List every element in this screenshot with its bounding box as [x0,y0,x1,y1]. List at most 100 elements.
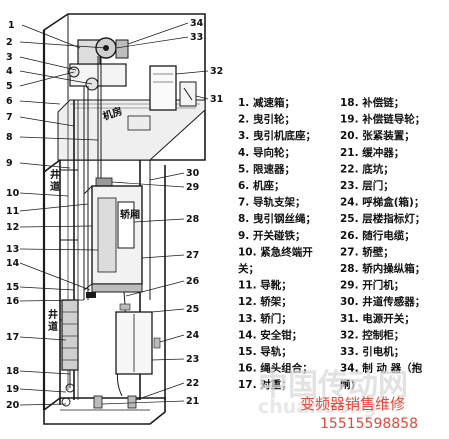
legend-right-item: 26. 随行电缆； [340,229,415,242]
callout-number: 14 [6,258,20,269]
callout-leader [19,136,99,141]
legend-right-item: 23. 层门； [340,179,394,192]
legend-left-item: 17. 对重； [238,378,292,391]
callout-leader [19,286,75,291]
legend-left-item: 12. 轿架； [238,295,292,308]
buffer [93,395,103,409]
callout-number: 6 [6,96,13,107]
legend-left-item: 15. 导轨； [238,345,292,358]
callout-number: 15 [6,282,19,293]
callout-leader [19,248,99,251]
legend-left-item: 关； [238,262,259,275]
callout-number: 10 [6,188,20,199]
legend-right-item: 20. 张紧装置； [340,129,415,142]
callout-leader [19,41,107,49]
pit-outline [43,397,166,425]
legend-right-item: 22. 底坑； [340,162,394,175]
legend-right-item: 32. 控制柜； [340,328,404,341]
door-operator [95,177,113,187]
callout-leader [19,100,61,105]
tension-device [61,397,71,407]
switch-lever [183,87,193,101]
callout-leader [111,181,185,188]
landing-door [115,303,161,375]
callout-leader [133,218,185,223]
callout-number: 9 [6,158,13,169]
legend-right-item: 19. 补偿链导轮； [340,113,425,126]
callout-number: 12 [6,222,19,233]
callout-leader [19,370,71,375]
car-label: 轿厢 [120,208,140,221]
watermark-phone: 15515598858 [320,416,418,432]
watermark-service-text: 变频器销售维修 [300,395,405,413]
callout-leader [21,24,81,49]
car-frame-bottom [91,283,143,293]
counterweight-block [61,299,79,371]
callout-leader [125,280,185,297]
callout-leader [19,225,93,228]
legend-right-item: 18. 补偿链； [340,96,404,109]
callout-leader [19,116,75,127]
legend-left-item: 10. 紧急终端开 [238,245,313,258]
callout-leader [115,36,189,49]
legend-left-item: 9. 开关碰铁； [238,229,305,242]
callout-number: 19 [6,384,19,395]
legend-left-item: 6. 机座； [238,179,284,192]
callout-number: 26 [186,276,200,287]
callout-leader [19,56,77,71]
callout-leaders [19,22,209,406]
callout-leader [19,162,71,169]
control-cabinet [127,65,197,131]
callout-number: 31 [210,94,223,105]
callout-number: 21 [186,396,199,407]
legend-right-item: 28. 轿内操纵箱； [340,262,425,275]
callout-number: 30 [186,168,200,179]
cabinet-body [149,65,177,111]
callout-number: 3 [6,52,13,63]
legend-left-item: 7. 导轨支架； [238,196,305,209]
legend-left-item: 8. 曳引钢丝绳； [238,212,316,225]
callout-number: 2 [6,37,13,48]
callout-number: 22 [186,378,199,389]
callout-number: 27 [186,250,199,261]
callout-number: 5 [6,81,13,92]
callout-number: 20 [6,400,20,411]
legend-right-item: 27. 轿壁； [340,245,394,258]
callout-leader [19,262,91,291]
legend-right-item: 30. 井道传感器； [340,295,425,308]
callout-number: 32 [210,66,223,77]
car-bottom-edge [83,283,93,291]
pit-equipment [61,395,137,409]
call-button-box [153,337,161,349]
callout-number: 4 [6,66,13,77]
room-panel [127,115,151,131]
callout-number: 13 [6,244,19,255]
callout-leader [195,95,209,100]
callout-leader [141,254,185,259]
watermark-logo-text: 中国传动网 [258,368,408,403]
legend-right-item: 25. 层楼指标灯； [340,212,425,225]
car-top-edge [83,185,93,195]
legend-left-item: 14. 安全钳； [238,328,302,341]
callout-number: 17 [6,332,19,343]
floor-indicator [119,303,131,311]
callout-leader [19,388,67,393]
callout-leader [127,22,189,45]
callout-number: 16 [6,296,20,307]
shaft-label: 井 道 [50,168,63,193]
legend-right-item: 31. 电源开关； [340,312,415,325]
callout-leader [135,382,185,401]
legend-left-item: 11. 导靴； [238,279,292,292]
watermark-logo-domain: chuandong [258,396,376,418]
car-operating-panel [117,201,135,249]
callout-leader [159,334,185,343]
legend-right-item: 29. 开门机； [340,279,404,292]
watermark: 中国传动网 chuandong 变频器销售维修 15515598858 [258,368,418,432]
callout-leader [19,299,85,302]
car-door [97,197,117,273]
legend-right-item: 33. 引电机； [340,345,404,358]
callout-leader [151,358,185,361]
legend-left-item: 3. 曳引机底座； [238,129,316,142]
callout-number: 25 [186,304,199,315]
callout-leader [19,71,75,87]
